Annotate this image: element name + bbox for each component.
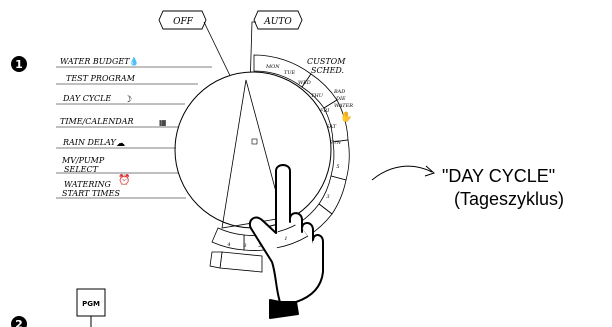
callout-text: "DAY CYCLE" (Tageszyklus) <box>442 165 612 211</box>
svg-text:WATERING: WATERING <box>64 180 112 189</box>
pgm-button[interactable]: PGM <box>76 288 106 327</box>
svg-text:CUSTOM: CUSTOM <box>307 57 346 66</box>
dial-mode-labels-right: CUSTOM SCHED. BAD DIE WATER ✋ <box>307 57 353 123</box>
day-cycle-icon: ☽ <box>124 95 132 105</box>
svg-text:MON: MON <box>265 64 280 70</box>
callout-arrow <box>371 165 433 181</box>
weekday-arc-labels: MON TUE WED THU FRI SAT SUN <box>265 64 342 146</box>
svg-text:1: 1 <box>284 236 287 242</box>
svg-text:SCHED.: SCHED. <box>311 66 344 75</box>
svg-text:3: 3 <box>326 194 329 200</box>
svg-text:2: 2 <box>257 243 261 249</box>
step-1-marker: 1 <box>11 56 27 72</box>
svg-text:SUN: SUN <box>329 140 342 146</box>
svg-text:THU: THU <box>311 93 324 99</box>
rain-cloud-icon: ☁ <box>116 139 125 149</box>
svg-text:SAT: SAT <box>326 124 337 130</box>
svg-text:WATER BUDGET: WATER BUDGET <box>60 57 130 66</box>
hand-stop-icon: ✋ <box>340 110 352 123</box>
dial-knob[interactable] <box>174 71 332 229</box>
svg-text:START TIMES: START TIMES <box>62 189 120 198</box>
auto-position-label: AUTO <box>253 10 303 30</box>
svg-text:SELECT: SELECT <box>64 165 99 174</box>
svg-text:PGM: PGM <box>82 300 100 308</box>
svg-text:FRI: FRI <box>319 108 330 114</box>
svg-text:DIE: DIE <box>335 96 346 102</box>
callout-line-day-cycle: "DAY CYCLE" <box>442 166 556 186</box>
dial-mode-labels-left: WATER BUDGET 💧 TEST PROGRAM DAY CYCLE ☽ … <box>56 56 212 199</box>
svg-text:BAD: BAD <box>333 89 345 95</box>
svg-text:TEST PROGRAM: TEST PROGRAM <box>66 74 136 83</box>
svg-text:3: 3 <box>243 243 246 249</box>
svg-text:DAY CYCLE: DAY CYCLE <box>62 94 111 103</box>
callout-line-tageszyklus: (Tageszyklus) <box>454 189 565 209</box>
alarm-clock-icon: ⏰ <box>118 173 130 186</box>
calendar-icon: ▦ <box>159 118 167 127</box>
svg-text:1: 1 <box>15 58 23 71</box>
svg-text:4: 4 <box>226 242 230 248</box>
dial-outer-ring <box>209 54 350 273</box>
svg-text:5: 5 <box>336 164 339 170</box>
svg-text:OFF: OFF <box>173 17 194 27</box>
pointing-hand-icon <box>248 164 324 319</box>
step-2-marker: 2 <box>11 316 27 327</box>
water-drop-icon: 💧 <box>129 56 139 66</box>
svg-text:TIME/CALENDAR: TIME/CALENDAR <box>60 117 134 126</box>
svg-text:TUE: TUE <box>284 70 296 76</box>
svg-text:2: 2 <box>15 318 23 327</box>
svg-text:MV/PUMP: MV/PUMP <box>61 156 105 165</box>
svg-text:WED: WED <box>298 80 311 86</box>
svg-text:RAIN DELAY: RAIN DELAY <box>62 138 117 147</box>
svg-text:WATER: WATER <box>334 103 353 109</box>
svg-text:AUTO: AUTO <box>263 17 292 27</box>
off-position-label: OFF <box>158 10 207 30</box>
